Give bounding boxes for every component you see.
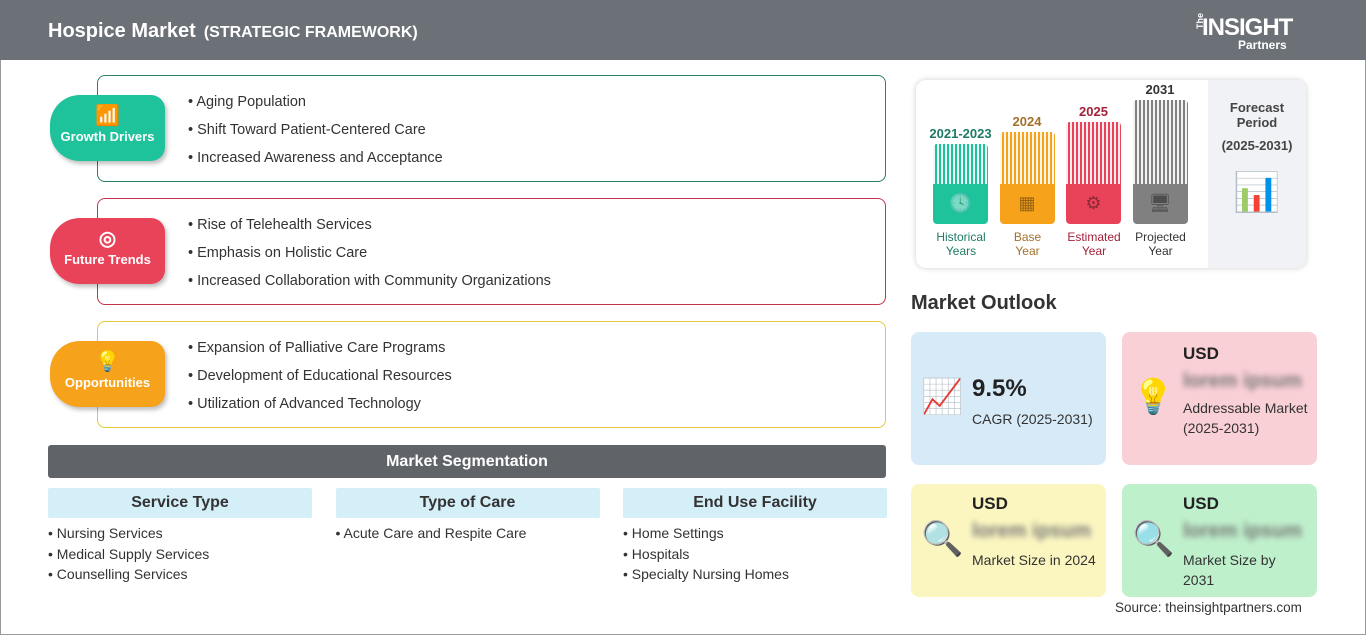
segment-item: Hospitals — [623, 546, 887, 567]
framework-label: 💡 Opportunities — [50, 341, 165, 407]
addressable-market-card: 💡 USD lorem ipsum Addressable Market (20… — [1122, 332, 1317, 465]
list-item: Utilization of Advanced Technology — [188, 396, 452, 424]
timeline-bar: 2025 ⚙ — [1066, 104, 1121, 224]
segment-item: Home Settings — [623, 525, 887, 546]
label-line: Year — [1015, 244, 1040, 258]
forecast-title: Forecast — [1229, 100, 1285, 115]
forecast-range: (2025-2031) — [1221, 138, 1293, 153]
market-size-2031-card: 🔍 USD lorem ipsum Market Size by 2031 — [1122, 484, 1317, 597]
framework-label: ◎ Future Trends — [50, 218, 165, 284]
bar-stripes — [1132, 100, 1188, 184]
bar-stripes — [933, 144, 988, 184]
cagr-card: 📈 9.5% CAGR (2025-2031) — [911, 332, 1106, 465]
label-line: Projected — [1135, 230, 1186, 244]
segment-item: Specialty Nursing Homes — [623, 566, 887, 587]
size-2024-label: Market Size in 2024 — [972, 552, 1096, 568]
magnifier-chart-icon: 🔍 — [1132, 520, 1175, 558]
cagr-label: CAGR (2025-2031) — [972, 411, 1093, 427]
bar-stripes — [999, 132, 1055, 184]
market-size-2024-card: 🔍 USD lorem ipsum Market Size in 2024 — [911, 484, 1106, 597]
segment-column: Type of CareAcute Care and Respite Care — [335, 488, 600, 546]
segmentation-title: Market Segmentation — [48, 445, 886, 478]
bar-year: 2031 — [1145, 82, 1175, 97]
label-line: Year — [1081, 244, 1107, 258]
market-outlook-title: Market Outlook — [911, 292, 1057, 314]
projection-board-icon: 🖥 — [1148, 193, 1172, 213]
source-text: Source: theinsightpartners.com — [1115, 600, 1302, 615]
list-item: Emphasis on Holistic Care — [188, 245, 551, 273]
currency: USD — [972, 494, 1008, 513]
label-line: Year — [1148, 244, 1173, 258]
label-line: Years — [945, 244, 977, 258]
framework-box-future-trends: Rise of Telehealth ServicesEmphasis on H… — [97, 198, 886, 305]
lightbulb-dollar-icon: 💡 — [1132, 378, 1175, 416]
segment-column: Service TypeNursing ServicesMedical Supp… — [48, 488, 312, 587]
forecast-title-2: Period — [1236, 115, 1278, 130]
timeline-bar: 2031 🖥 — [1132, 82, 1188, 224]
magnifier-chart-icon: 🔍 — [921, 520, 964, 558]
blurred-value: lorem ipsum — [1183, 370, 1302, 392]
framework-box-growth-drivers: Aging PopulationShift Toward Patient-Cen… — [97, 75, 886, 182]
timeline-bar: 2021-2023 🕓 — [929, 126, 992, 224]
analytics-illustration-icon: 📊 — [1233, 172, 1281, 214]
history-clock-icon: 🕓 — [949, 193, 972, 213]
bar-year: 2025 — [1079, 104, 1108, 119]
segment-header: Type of Care — [335, 488, 600, 518]
currency: USD — [1183, 494, 1219, 513]
bar-stripes — [1066, 122, 1121, 184]
segment-column: End Use FacilityHome SettingsHospitalsSp… — [623, 488, 887, 587]
segment-item: Counselling Services — [48, 566, 312, 587]
forecast-period: Forecast Period (2025-2031) 📊 — [1208, 80, 1306, 268]
segment-item: Nursing Services — [48, 525, 312, 546]
list-item: Increased Awareness and Acceptance — [188, 150, 443, 178]
currency: USD — [1183, 344, 1219, 363]
framework-label: 📶 Growth Drivers — [50, 95, 165, 161]
label-text: Future Trends — [64, 252, 151, 267]
estimate-monitor-icon: ⚙ — [1085, 193, 1102, 213]
addressable-label: Addressable Market (2025-2031) — [1183, 400, 1308, 436]
label-text: Opportunities — [64, 375, 151, 390]
segment-header: End Use Facility — [623, 488, 887, 518]
growth-chart-icon: 📶 — [95, 105, 120, 127]
bar-year: 2021-2023 — [929, 126, 992, 141]
segment-item: Medical Supply Services — [48, 546, 312, 567]
list-item: Aging Population — [188, 94, 443, 122]
page-subtitle: (STRATEGIC FRAMEWORK) — [203, 24, 418, 41]
calendar-icon: ▦ — [1018, 193, 1036, 213]
blurred-value: lorem ipsum — [972, 520, 1091, 542]
blurred-value: lorem ipsum — [1183, 520, 1302, 542]
label-text: Growth Drivers — [60, 129, 155, 144]
label-line: Estimated — [1067, 230, 1121, 244]
list-item: Development of Educational Resources — [188, 368, 452, 396]
list-item: Expansion of Palliative Care Programs — [188, 340, 452, 368]
page-title: Hospice Market (STRATEGIC FRAMEWORK) — [48, 20, 418, 43]
size-2031-label: Market Size by 2031 — [1183, 552, 1276, 588]
list-item: Increased Collaboration with Community O… — [188, 273, 551, 301]
cagr-value: 9.5% — [972, 375, 1027, 402]
target-icon: ◎ — [98, 228, 117, 250]
growth-chart-icon: 📈 — [921, 378, 964, 416]
segment-header: Service Type — [48, 488, 312, 518]
list-item: Rise of Telehealth Services — [188, 217, 551, 245]
bar-year: 2024 — [1012, 114, 1042, 129]
framework-box-opportunities: Expansion of Palliative Care ProgramsDev… — [97, 321, 886, 428]
label-line: Historical — [936, 230, 986, 244]
segment-item: Acute Care and Respite Care — [336, 525, 600, 546]
label-line: Base — [1013, 230, 1042, 244]
lightbulb-hand-icon: 💡 — [95, 351, 120, 373]
timeline-bar: 2024 ▦ — [999, 114, 1055, 224]
list-item: Shift Toward Patient-Centered Care — [188, 122, 443, 150]
title-text: Hospice Market — [48, 20, 196, 42]
